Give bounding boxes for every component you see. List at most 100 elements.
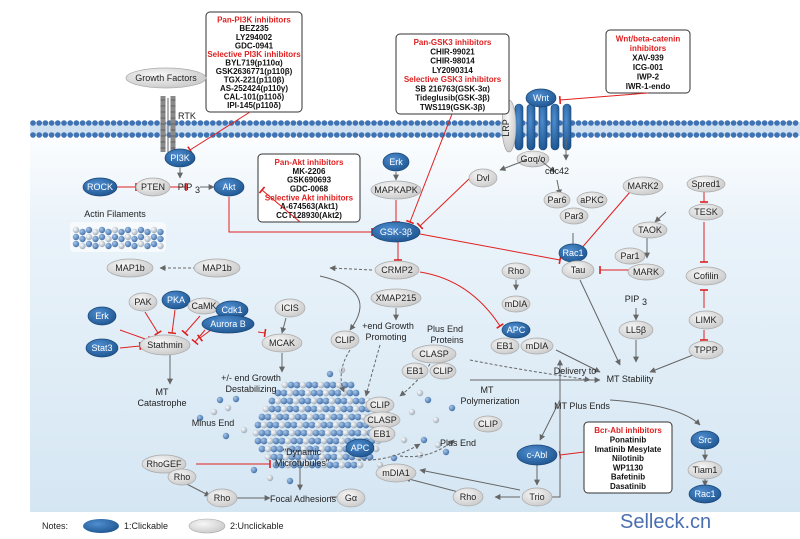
node-xmap215: XMAP215 <box>370 288 422 308</box>
node-wnt[interactable]: Wnt <box>525 88 557 108</box>
node-rho-b2: Rho <box>452 487 484 507</box>
inhibitor-box-gsk3[interactable]: Pan-GSK3 inhibitorsCHIR-99021CHIR-98014L… <box>395 33 510 115</box>
membrane-lipid-head <box>619 120 625 126</box>
membrane-lipid-head <box>761 132 768 138</box>
inhibitor-name[interactable]: ICG-001 <box>633 63 664 72</box>
inhibitor-name[interactable]: Nilotinib <box>612 454 644 463</box>
node-gsk3b[interactable]: GSK-3β <box>371 221 421 243</box>
node-label: Erk <box>389 157 403 167</box>
inhibitor-name[interactable]: AS-252424(p110γ) <box>220 84 288 93</box>
membrane-lipid-head <box>408 132 415 138</box>
membrane-lipid-head <box>408 120 415 126</box>
inhibitor-name[interactable]: LY294002 <box>236 33 273 42</box>
actin-monomer <box>98 233 106 241</box>
node-rac1-bottom[interactable]: Rac1 <box>688 484 722 504</box>
free-tubulin-dimer <box>210 408 218 416</box>
node-apc-low[interactable]: APC <box>345 438 375 458</box>
inhibitor-name[interactable]: GSK2636771(p110β) <box>216 67 293 76</box>
edge-camk-stathmin <box>181 315 201 337</box>
node-erk-left[interactable]: Erk <box>87 306 117 326</box>
node-cabl[interactable]: c-Abl <box>516 444 558 466</box>
membrane-lipid-head <box>749 120 755 126</box>
inhibitor-name[interactable]: CHIR-98014 <box>430 57 475 66</box>
membrane-lipid-head <box>650 120 656 126</box>
node-rho-bottom: Rho <box>206 488 238 508</box>
inhibitor-name[interactable]: CAL-101(p110δ) <box>224 93 285 102</box>
inhibitor-name[interactable]: BEZ235 <box>239 24 269 33</box>
node-apc-mid[interactable]: APC <box>501 321 531 339</box>
node-rac1-top[interactable]: Rac1 <box>558 243 588 263</box>
actin-monomer <box>72 226 80 234</box>
inhibitor-name[interactable]: XAV-939 <box>632 53 664 62</box>
inhibitor-name[interactable]: Ponatinib <box>610 436 647 445</box>
inhibitor-name[interactable]: WP1130 <box>613 463 644 472</box>
inhibitor-name[interactable]: GDC-0068 <box>290 185 329 194</box>
inhibitor-name[interactable]: Dasatinib <box>610 482 646 491</box>
tubulin-dimer <box>281 381 289 389</box>
inhibitor-box-akt[interactable]: Pan-Akt inhibitorsMK-2206GSK690693GDC-00… <box>257 153 361 223</box>
node-label: Dvl <box>477 173 490 183</box>
inhibitor-name[interactable]: CCT128930(Akt2) <box>276 211 342 220</box>
node-label: CLASP <box>367 415 397 425</box>
tubulin-dimer <box>272 437 280 445</box>
membrane-lipid-head <box>104 120 111 126</box>
inhibitor-name[interactable]: TGX-221(p110β) <box>224 76 285 85</box>
membrane-lipid-head <box>259 120 266 126</box>
membrane-lipid-head <box>272 120 278 126</box>
node-src[interactable]: Src <box>690 430 720 450</box>
inhibitor-box-wnt[interactable]: Wnt/beta-catenininhibitorsXAV-939ICG-001… <box>605 29 691 94</box>
tubulin-dimer <box>278 421 286 429</box>
inhibitor-name[interactable]: Bafetinib <box>611 473 645 482</box>
tubulin-dimer <box>308 461 316 469</box>
membrane-lipid-head <box>73 132 80 138</box>
node-label: Src <box>698 435 712 445</box>
node-akt[interactable]: Akt <box>213 177 245 197</box>
inhibitor-name[interactable]: GDC-0941 <box>235 41 274 50</box>
inhibitor-name[interactable]: SB 216763(GSK-3α) <box>415 85 490 94</box>
inhibitor-name[interactable]: CHIR-99021 <box>430 48 475 57</box>
inhibitor-box-pi3k[interactable]: Pan-PI3K inhibitorsBEZ235LY294002GDC-094… <box>205 11 303 113</box>
node-shape <box>468 168 498 188</box>
membrane-lipid-head <box>420 132 427 138</box>
tubulin-dimer <box>334 405 342 413</box>
node-pka[interactable]: PKA <box>161 290 191 310</box>
lrp-label: LRP <box>501 119 511 137</box>
tubulin-dimer <box>280 389 288 397</box>
inhibitor-name[interactable]: GSK690693 <box>287 176 332 185</box>
free-tubulin-dimer <box>232 395 240 403</box>
node-aurora-b[interactable]: Aurora B <box>201 314 255 334</box>
inhibitor-box-heading: Selective GSK3 inhibitors <box>404 75 502 84</box>
node-shape <box>368 425 396 443</box>
inhibitor-name[interactable]: Imatinib Mesylate <box>595 445 662 454</box>
node-stat3[interactable]: Stat3 <box>85 338 119 358</box>
node-shape <box>521 487 553 507</box>
node-shape <box>632 221 668 239</box>
inhibitor-name[interactable]: Tideglusib(GSK-3β) <box>415 94 490 103</box>
node-eb1-b: EB1 <box>368 425 396 443</box>
inhibitor-name[interactable]: MK-2206 <box>293 167 326 176</box>
inhibitor-name[interactable]: IWP-2 <box>637 72 660 81</box>
tubulin-dimer <box>358 397 366 405</box>
membrane-lipid-head <box>675 132 681 138</box>
membrane-lipid-head <box>625 120 631 126</box>
node-pi3k[interactable]: PI3K <box>164 148 196 168</box>
membrane-lipid-head <box>644 132 650 138</box>
actin-monomer <box>124 233 132 241</box>
inhibitor-name[interactable]: IPI-145(p110δ) <box>227 101 281 110</box>
inhibitor-name[interactable]: A-674563(Akt1) <box>280 202 338 211</box>
inhibitor-name[interactable]: BYL719(p110α) <box>225 58 283 67</box>
membrane-lipid-head <box>656 120 662 126</box>
node-label: TPPP <box>694 345 718 355</box>
membrane-lipid-head <box>420 120 427 126</box>
node-rock[interactable]: ROCK <box>82 177 118 197</box>
actin-monomer <box>98 226 106 234</box>
inhibitor-name[interactable]: LY2090314 <box>432 66 473 75</box>
node-label: CaMK <box>191 301 216 311</box>
node-mapkapk: MAPKAPK <box>370 180 422 200</box>
node-erk-top[interactable]: Erk <box>382 152 410 172</box>
inhibitor-name[interactable]: TWS119(GSK-3β) <box>420 103 486 112</box>
inhibitor-name[interactable]: IWR-1-endo <box>626 82 671 91</box>
actin-monomer <box>150 226 158 234</box>
